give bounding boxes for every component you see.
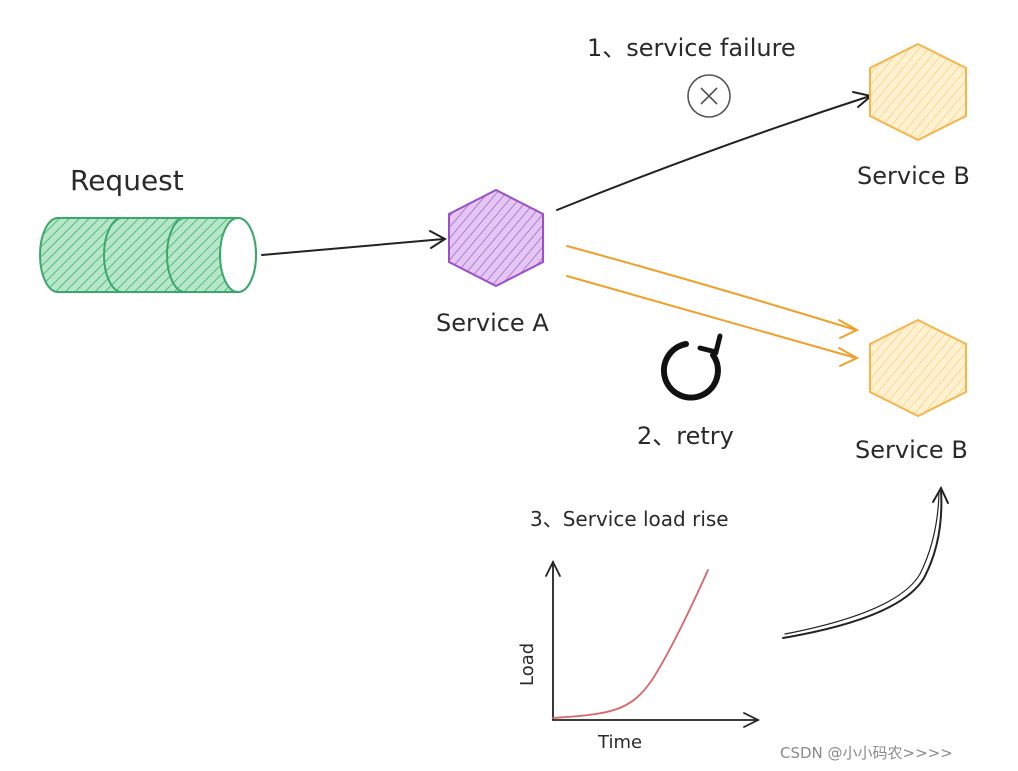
request-label: Request: [70, 164, 184, 197]
chart-x-axis-head: [743, 712, 761, 728]
request-queue-divider: [166, 217, 186, 293]
request-queue: [39, 217, 257, 293]
load-chart: [545, 559, 761, 728]
chart-y-label: Load: [517, 643, 538, 686]
service-b-top-label: Service B: [857, 162, 970, 190]
request-to-service-a-arrow: [261, 230, 447, 256]
service-a-node: [448, 188, 544, 288]
request-queue-end: [219, 217, 257, 293]
failure-icon: [687, 74, 731, 118]
step2-label: 2、retry: [637, 422, 734, 450]
load-rise-arrow: [782, 485, 949, 639]
retry-arrows: [566, 245, 860, 367]
service-b-top-node: [869, 42, 967, 142]
step1-label: 1、service failure: [587, 34, 796, 62]
service-b-bottom-label: Service B: [855, 436, 968, 464]
chart-y-axis-head: [545, 559, 561, 577]
watermark: CSDN @小小码农>>>>: [780, 744, 953, 762]
retry-icon: [660, 333, 723, 401]
step3-label: 3、Service load rise: [530, 507, 729, 531]
failed-call-arrow: [556, 91, 874, 211]
service-a-label: Service A: [436, 309, 549, 337]
load-curve: [552, 569, 709, 719]
chart-x-label: Time: [597, 732, 642, 753]
request-queue-divider: [103, 217, 123, 293]
service-b-bottom-node: [869, 318, 967, 418]
